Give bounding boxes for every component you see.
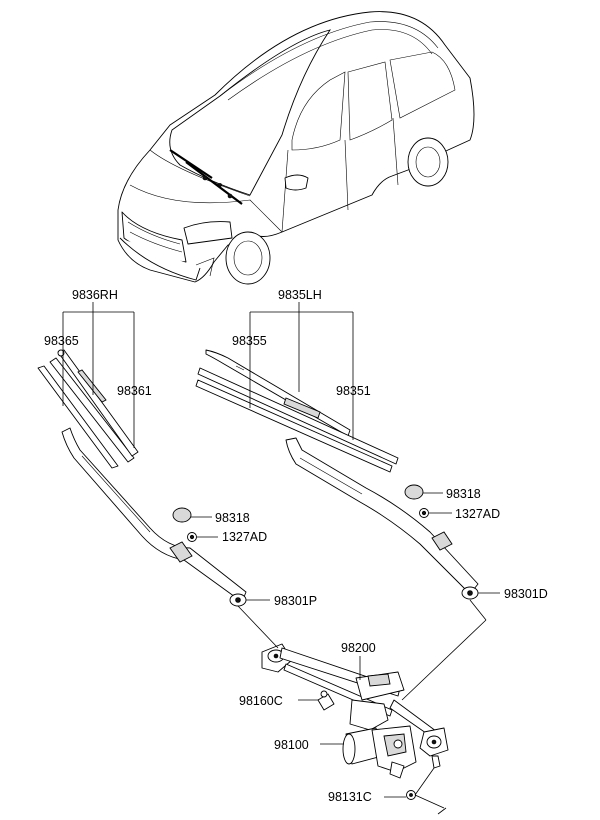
vehicle-illustration (117, 11, 475, 285)
label-98301p: 98301P (274, 594, 317, 608)
lh-wiper-arm (285, 437, 479, 600)
label-1327ad-rh: 1327AD (222, 530, 267, 544)
rh-wiper-blade (37, 349, 139, 469)
label-98131c: 98131C (328, 790, 372, 804)
label-98200: 98200 (341, 641, 376, 655)
rh-wiper-arm (61, 427, 247, 607)
cap-rh (172, 507, 192, 523)
leader-lines (62, 302, 500, 815)
lh-wiper-blade (195, 349, 399, 473)
label-98361: 98361 (117, 384, 152, 398)
label-98318-lh: 98318 (446, 487, 481, 501)
label-98100: 98100 (274, 738, 309, 752)
bolt (406, 790, 416, 800)
part-labels: 9836RH 9835LH 98365 98361 98355 98351 98… (44, 288, 548, 804)
label-98355: 98355 (232, 334, 267, 348)
label-1327ad-lh: 1327AD (455, 507, 500, 521)
pivot-cap (317, 690, 335, 711)
label-9836rh: 9836RH (72, 288, 118, 302)
label-98351: 98351 (336, 384, 371, 398)
label-98160c: 98160C (239, 694, 283, 708)
cap-lh (404, 484, 424, 500)
label-98318-rh: 98318 (215, 511, 250, 525)
nut-rh (187, 532, 197, 542)
label-98301d: 98301D (504, 587, 548, 601)
nut-lh (419, 508, 429, 518)
wiper-linkage (261, 643, 449, 769)
label-9835lh: 9835LH (278, 288, 322, 302)
label-98365: 98365 (44, 334, 79, 348)
wiper-motor (342, 725, 417, 779)
